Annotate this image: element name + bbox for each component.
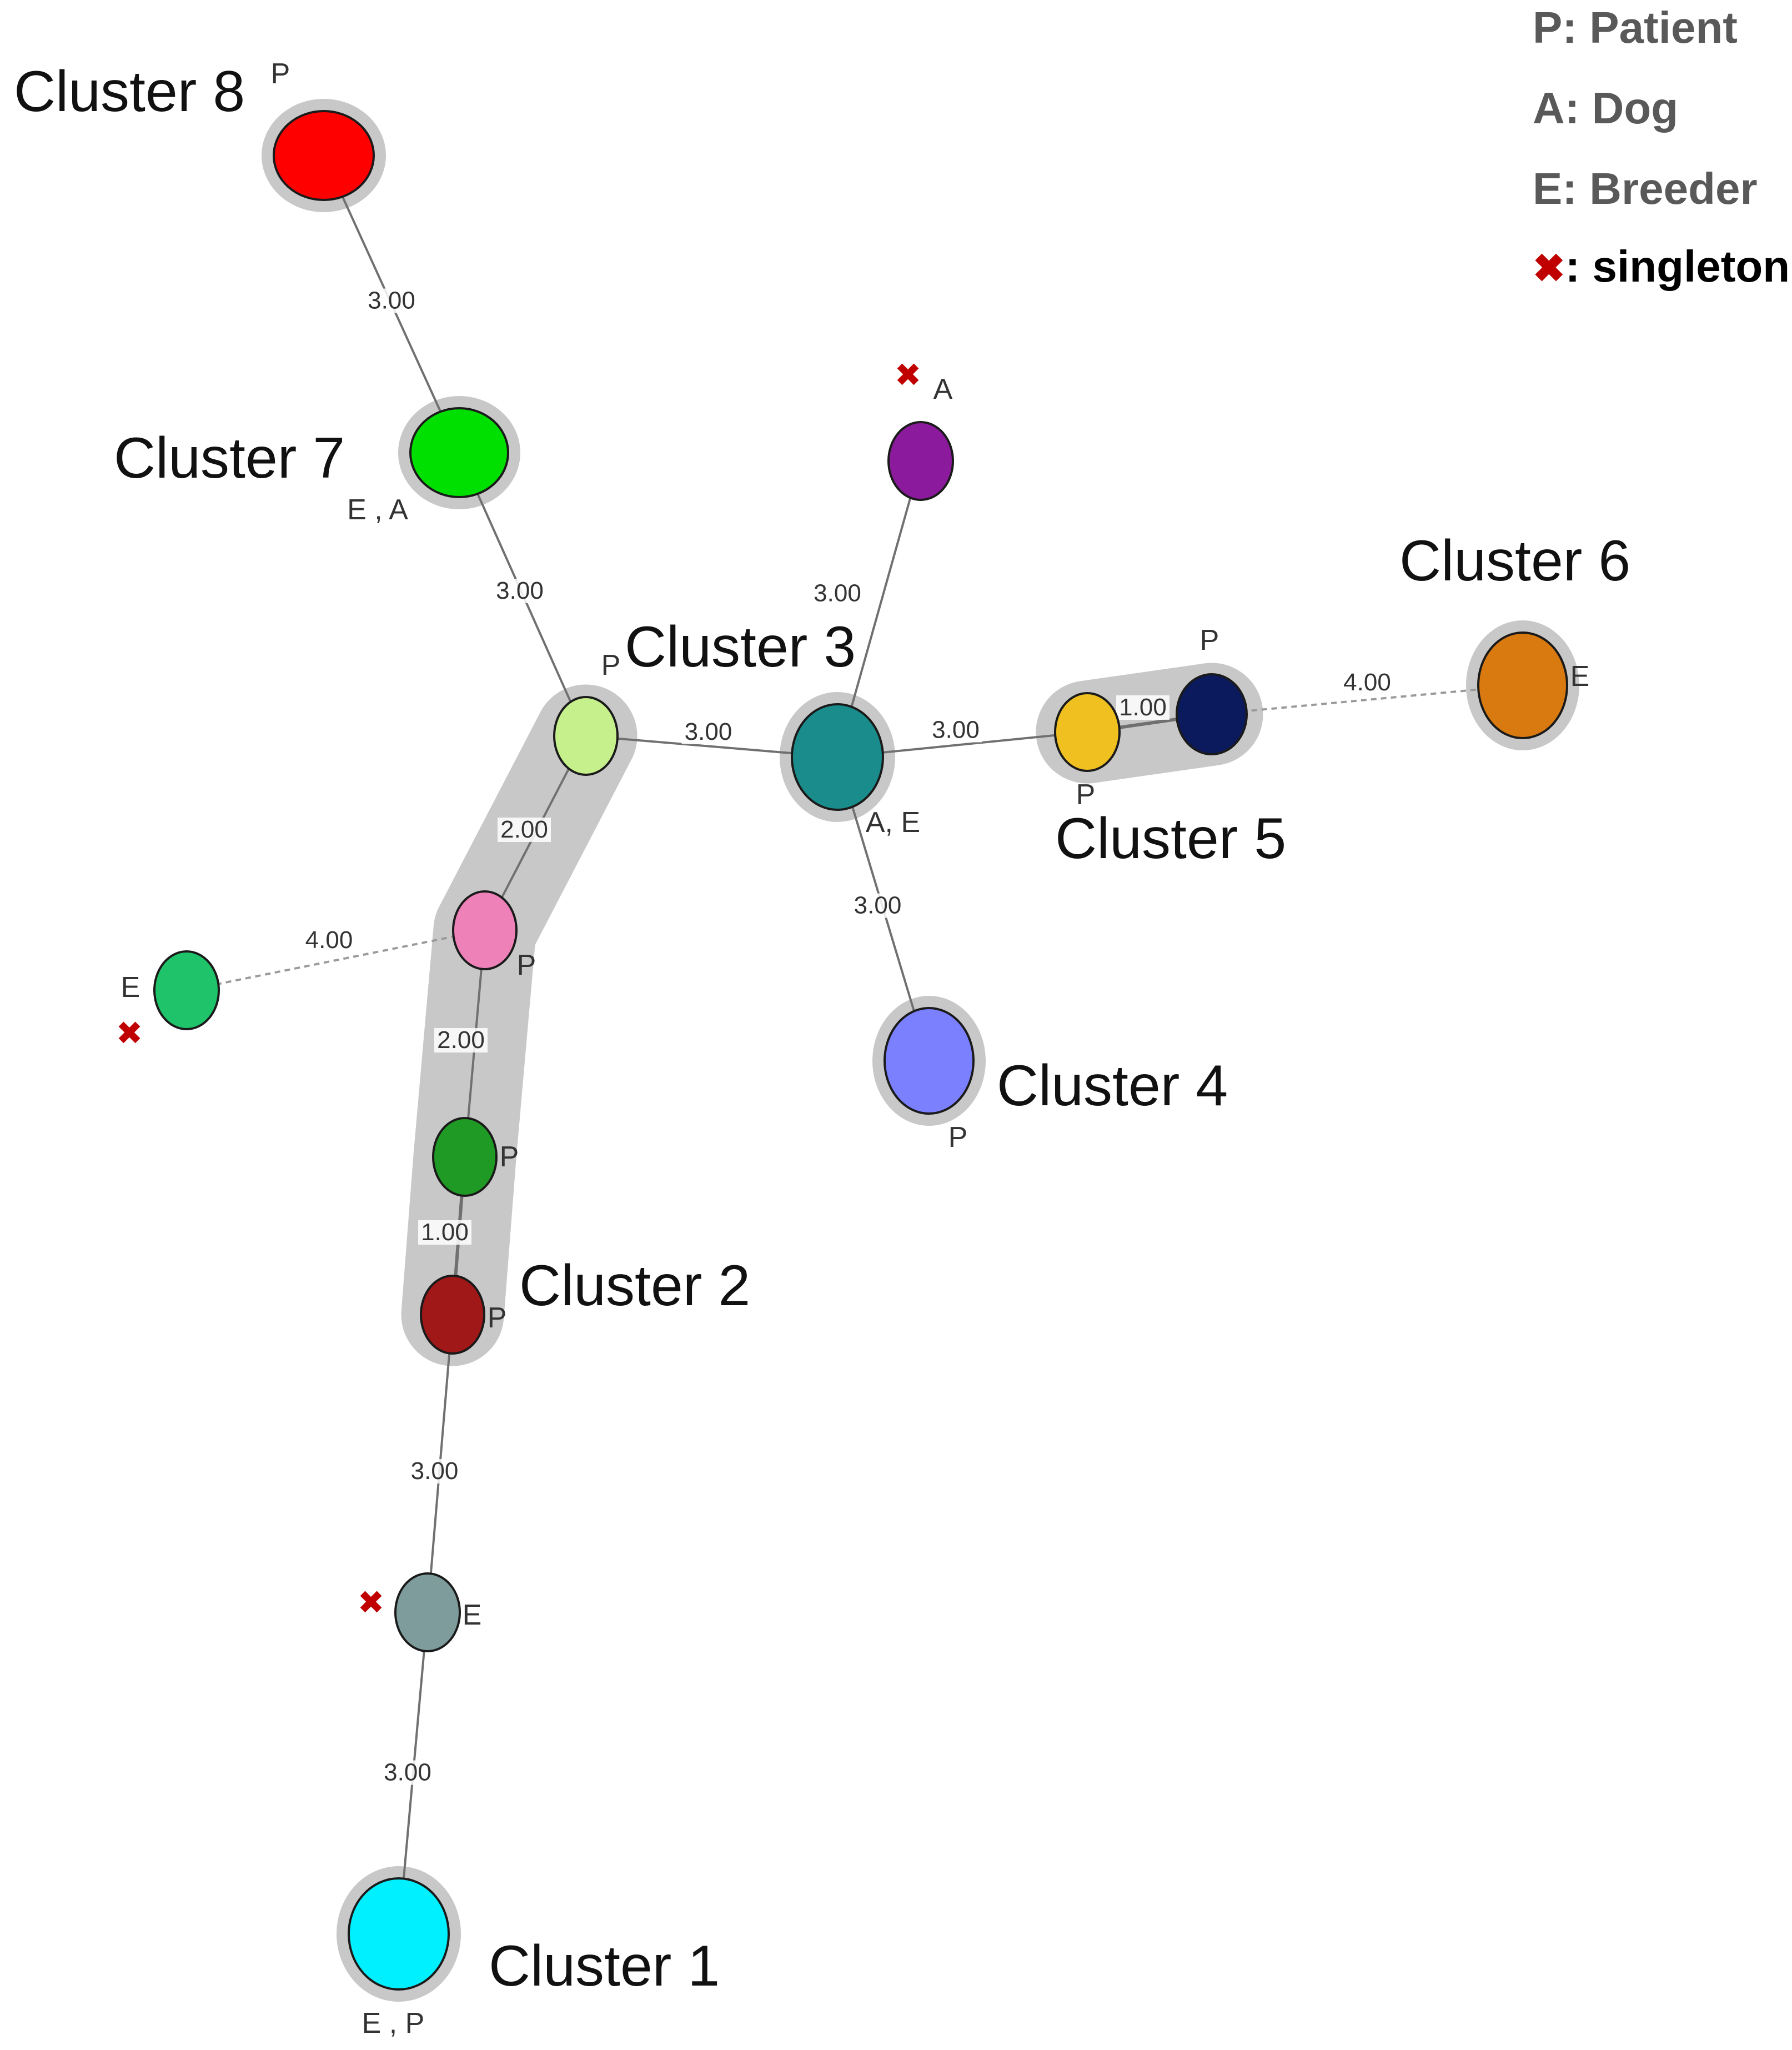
legend-item-patient: P: Patient [1533,3,1738,52]
node-n_c1[interactable] [348,1877,450,1991]
legend-item-breeder: E: Breeder [1533,164,1758,213]
cluster-label-c3: Cluster 3 [625,615,856,679]
singleton-markers: ✖ ✖ ✖ [116,356,922,1621]
node-source-label: P [1076,779,1096,811]
edge-label-bg [418,1220,471,1245]
node-source-label: E , A [347,494,408,526]
edge-label-bg [493,579,546,603]
edge-label-bg [302,928,356,953]
edge-distance-label: 3.00 [854,892,902,919]
cluster-label-c2: Cluster 2 [519,1254,750,1318]
node-n_c7[interactable] [409,407,509,498]
edge-label-bg [1341,670,1394,695]
edges [186,155,1523,1934]
node-source-label: P [488,1302,507,1334]
edge-label-bg [434,1028,488,1052]
node-source-label: A [933,373,953,405]
edge-label-bg [811,581,864,606]
node-source-label: P [500,1141,519,1173]
cluster-label-c8: Cluster 8 [14,59,245,124]
edge-distance-label: 3.00 [814,580,861,607]
legend-singleton-label: : singleton [1565,242,1790,291]
node-n_c6[interactable] [1477,631,1568,739]
cluster-label-c6: Cluster 6 [1399,529,1630,593]
cluster-label-c5: Cluster 5 [1055,806,1286,871]
node-n_lg[interactable] [553,696,619,776]
edge-distance-label: 3.00 [685,718,732,745]
edge-label-bg [408,1459,461,1483]
edge-label-bg [381,1760,434,1785]
node-source-label: A, E [866,806,920,839]
edge-n_teal-n_pink [186,929,485,991]
node-n_pink[interactable] [452,890,518,970]
node-source-label: P [517,949,536,981]
node-source-label: P [1200,624,1219,656]
edge-distance-label: 3.00 [411,1457,459,1485]
edge-distance-label: 4.00 [305,926,353,954]
node-n_dg[interactable] [432,1117,498,1197]
node-n_grey[interactable] [394,1572,461,1652]
edge-distance-label: 1.00 [421,1219,469,1246]
edge-label-bg [365,288,418,313]
node-source-label: P [948,1121,968,1154]
node-n_navy[interactable] [1176,673,1248,755]
edge-label-bg [681,720,735,744]
edge-distance-label: 1.00 [1119,694,1167,721]
cluster-label-c1: Cluster 1 [489,1934,720,1998]
edge-label-bg [1116,695,1169,720]
legend-item-dog: A: Dog [1533,83,1679,133]
edge-n_navy-n_c6 [1211,684,1523,715]
node-n_teal[interactable] [153,950,220,1030]
node-source-label: E [463,1599,482,1631]
edge-label-bg [929,718,982,743]
cluster-label-c7: Cluster 7 [114,426,345,490]
source-labels: P E , A A P A, E P P E P E P P P E E , P [121,58,1590,2039]
node-n_c3[interactable] [791,703,884,811]
node-source-label: P [271,58,290,90]
edge-distance-label: 2.00 [437,1026,485,1054]
singleton-marker-icon: ✖ [358,1583,385,1621]
edge-distance-label: 3.00 [384,1759,431,1786]
node-n_dog[interactable] [887,421,954,501]
edge-distance-label: 2.00 [500,816,548,843]
node-n_c8[interactable] [273,110,375,201]
edge-label-bg [851,893,905,918]
edge-distance-label: 3.00 [496,577,544,604]
node-n_yel[interactable] [1054,692,1121,772]
node-n_c4[interactable] [884,1007,975,1115]
node-source-label: E [1570,660,1590,693]
edge-label-bg [498,818,551,842]
edge-distance-label: 3.00 [932,716,980,744]
legend-item-singleton: ✖: singleton [1533,244,1790,289]
singleton-marker-icon: ✖ [895,356,922,394]
node-source-label: E , P [362,2007,425,2039]
edge-labels: 3.00 3.00 3.00 3.00 3.00 1.00 4.00 3.00 2.00 4.00… [302,287,1394,1786]
singleton-marker-icon: ✖ [116,1014,143,1052]
node-source-label: P [601,649,621,681]
node-n_dr[interactable] [420,1275,485,1355]
cluster-label-c4: Cluster 4 [997,1054,1228,1118]
singleton-marker-icon: ✖ [1533,247,1565,290]
edge-distance-label: 3.00 [368,287,415,314]
nodes [153,110,1568,1991]
node-source-label: E [121,971,140,1004]
edge-distance-label: 4.00 [1343,669,1391,696]
cluster-labels: Cluster 8 Cluster 7 Cluster 3 Cluster 6 Clus… [14,59,1630,1998]
